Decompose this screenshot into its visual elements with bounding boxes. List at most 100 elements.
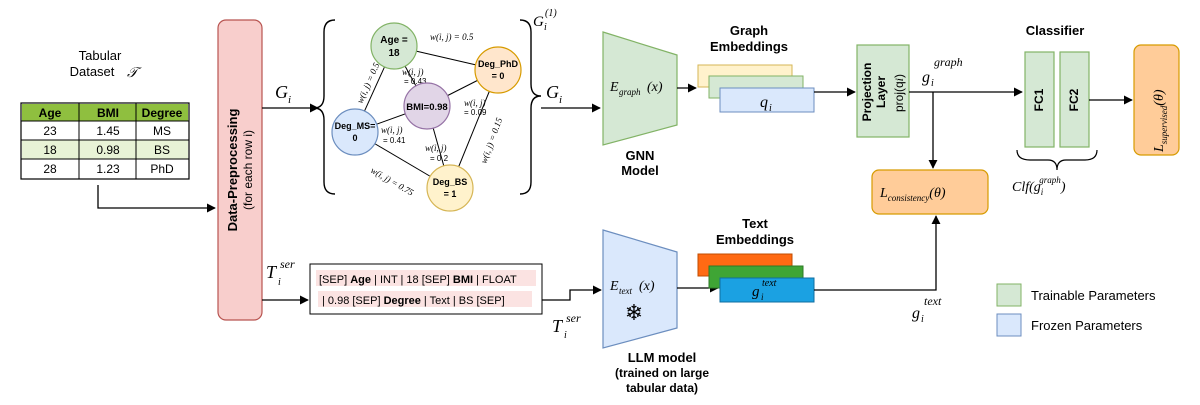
edge-label-ms-bmi-expr: w(i, j)	[381, 125, 403, 135]
graph-block: G i (1) w(i, j) = 0.5 w(i, j) = 0.5 w(i,…	[313, 8, 557, 212]
svg-text:G: G	[546, 82, 559, 102]
fc1-label: FC1	[1032, 88, 1046, 111]
svg-text:ser: ser	[280, 257, 295, 271]
fc2-label: FC2	[1067, 88, 1081, 111]
svg-text:i: i	[288, 94, 291, 106]
svg-text:BMI=0.98: BMI=0.98	[406, 102, 447, 113]
svg-text:i: i	[921, 314, 924, 325]
arrow-gtext-to-consistency	[814, 215, 941, 291]
edge-label-age-bmi-val: = 0.43	[404, 77, 427, 86]
dataset-table: Age BMI Degree 23 1.45 MS 18 0.98 BS 28 …	[20, 102, 190, 180]
svg-text:i: i	[931, 78, 934, 89]
svg-text:graph: graph	[619, 87, 641, 97]
gi1-label: G i (1)	[533, 8, 557, 33]
svg-text:i: i	[544, 22, 547, 33]
llm-label-line2: (trained on large	[615, 366, 709, 380]
gnn-encoder: E graph (x) GNN Model	[602, 31, 678, 178]
g-text-label: g	[752, 284, 760, 300]
snowflake-icon: ❄	[625, 300, 643, 325]
edge-label-age-bmi-expr: w(i, j)	[402, 67, 424, 77]
svg-text:i: i	[278, 277, 281, 288]
text-embeddings: Text Embeddings g i text	[697, 216, 815, 303]
svg-text:g: g	[912, 305, 920, 322]
svg-text:Deg_MS=: Deg_MS=	[335, 121, 376, 131]
svg-text:= 1: = 1	[444, 189, 457, 199]
q-label: q	[760, 94, 768, 111]
svg-text:i: i	[559, 94, 562, 106]
svg-text:E: E	[609, 80, 619, 95]
svg-text:Age =: Age =	[380, 35, 408, 46]
svg-text:= 0: = 0	[492, 71, 505, 81]
graph-node-bmi: BMI=0.98	[403, 82, 451, 130]
classifier-block: Classifier FC1 FC2 Clf(gigraph)	[1012, 23, 1098, 197]
arrow-table-to-preprocess	[97, 185, 216, 213]
table-cell: 28	[43, 162, 57, 176]
g-graph-label: g i graph	[922, 55, 963, 89]
svg-text:i: i	[769, 103, 772, 114]
legend-trainable-label: Trainable Parameters	[1031, 288, 1156, 303]
classifier-brace	[1016, 149, 1098, 171]
classifier-title: Classifier	[1026, 23, 1085, 38]
arrow-serialized-to-llm	[542, 285, 602, 301]
table-header-cell: BMI	[97, 106, 119, 120]
svg-text:18: 18	[388, 48, 400, 59]
gnn-label-line1: GNN	[626, 148, 655, 163]
table-alt-row	[22, 140, 188, 159]
g-text-label-right: g i text	[912, 294, 942, 325]
legend-trainable-swatch	[996, 283, 1022, 307]
text-emb-title-line1: Text	[742, 216, 768, 231]
preprocess-box	[217, 19, 263, 321]
svg-text:G: G	[533, 14, 544, 30]
legend: Trainable Parameters Frozen Parameters	[996, 283, 1156, 337]
svg-text:T: T	[266, 262, 278, 282]
tabular-dataset: Tabular Dataset 𝒯 Age BMI Degree 23 1.45…	[20, 48, 216, 213]
text-emb-title-line2: Embeddings	[716, 232, 794, 247]
svg-text:Deg_BS: Deg_BS	[433, 177, 468, 187]
edge-label-bmi-phd-val: = 0.09	[464, 108, 487, 117]
supervised-loss: Lsupervised(θ)	[1133, 44, 1180, 156]
table-cell: PhD	[150, 162, 174, 176]
svg-text:text: text	[619, 286, 632, 296]
svg-text:i: i	[761, 292, 764, 302]
edge-label-phd-bs: w(i, j) = 0.15	[478, 116, 504, 165]
svg-text:text: text	[924, 294, 942, 308]
legend-frozen-label: Frozen Parameters	[1031, 318, 1143, 333]
graph-emb-title-line2: Embeddings	[710, 39, 788, 54]
table-cell: 23	[43, 124, 57, 138]
llm-encoder: E text (x) ❄ LLM model (trained on large…	[602, 229, 709, 395]
edge-label-ms-bs: w(i, j) = 0.75	[369, 165, 416, 198]
preprocess-subtitle: (for each row i)	[241, 130, 255, 210]
graph-node-age: Age = 18	[370, 22, 418, 70]
svg-text:g: g	[922, 69, 930, 86]
svg-text:text: text	[762, 278, 777, 289]
llm-label-line1: LLM model	[628, 350, 697, 365]
serialized-text-box: [SEP] Age | INT | 18 [SEP] BMI | FLOAT |…	[309, 263, 543, 315]
preprocess-block: Data-Preprocessing (for each row i)	[217, 19, 263, 321]
clf-label: Clf(gigraph)	[1012, 175, 1066, 197]
serialized-line2: | 0.98 [SEP] Degree | Text | BS [SEP]	[322, 295, 505, 307]
svg-text:i: i	[564, 330, 567, 341]
dataset-symbol: 𝒯	[127, 66, 142, 81]
svg-text:Deg_PhD: Deg_PhD	[478, 59, 519, 69]
t-ser-label-right: T i ser	[552, 311, 581, 341]
table-cell: 1.45	[96, 124, 120, 138]
svg-text:Lsupervised(θ): Lsupervised(θ)	[1152, 89, 1169, 153]
edge-label-ms-bmi-val: = 0.41	[383, 136, 406, 145]
table-cell: MS	[153, 124, 171, 138]
svg-text:0: 0	[352, 133, 357, 143]
svg-text:(1): (1)	[545, 8, 557, 19]
table-cell: BS	[154, 143, 170, 157]
svg-text:(x): (x)	[647, 80, 663, 95]
graph-embeddings: Graph Embeddings q i	[697, 23, 815, 114]
gi-label-right: G i	[546, 82, 562, 106]
graph-right-brace	[519, 19, 542, 195]
projection-layer: Projection Layer proj(qi)	[856, 44, 910, 138]
svg-text:ser: ser	[566, 311, 581, 325]
legend-frozen-swatch	[996, 313, 1022, 337]
graph-node-deg-phd: Deg_PhD = 0	[474, 46, 522, 94]
graph-node-deg-bs: Deg_BS = 1	[426, 164, 474, 212]
consistency-loss: Lconsistency(θ)	[871, 169, 989, 215]
preprocess-title: Data-Preprocessing	[225, 109, 240, 232]
